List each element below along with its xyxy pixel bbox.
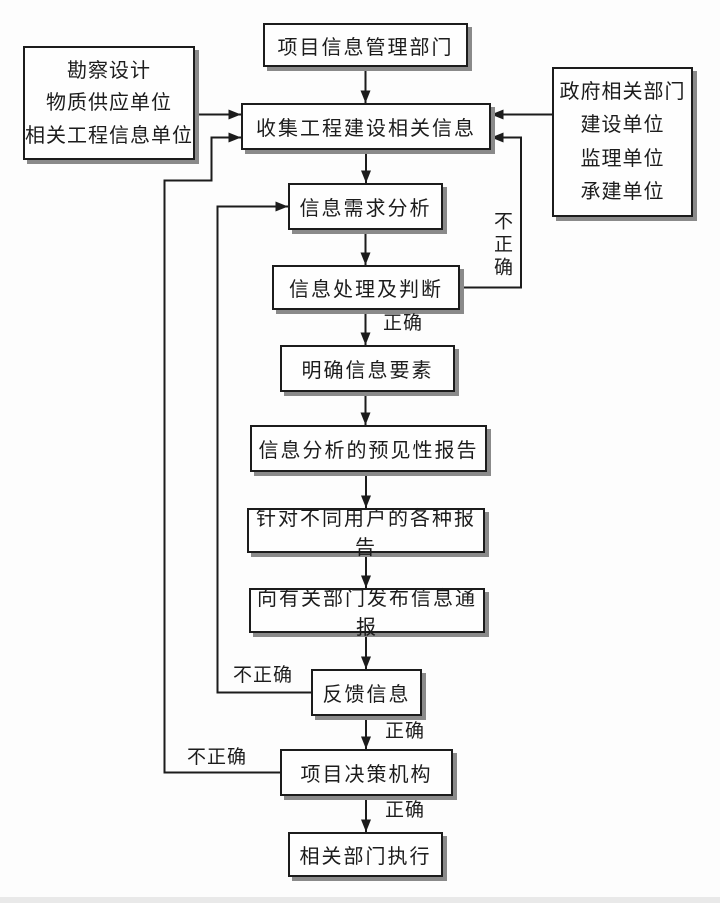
- edge-feedback-incorrect-loop: [216, 201, 311, 694]
- label-correct-after-decision: 正确: [385, 800, 426, 821]
- node-process-judge: 信息处理及判断: [272, 265, 460, 310]
- node-feedback-info: 反馈信息: [311, 669, 422, 716]
- label-incorrect-feedback-loop: 不正确: [233, 665, 294, 686]
- right-source-line: 承建单位: [580, 180, 665, 203]
- left-source-line: 勘察设计: [67, 59, 151, 82]
- node-project-info-dept: 项目信息管理部门: [263, 23, 468, 67]
- edge-process-incorrect-loop: [460, 132, 522, 289]
- label-incorrect-process-loop: 不正确: [491, 211, 512, 280]
- label-correct-after-feedback: 正确: [385, 721, 426, 742]
- left-source-line: 相关工程信息单位: [25, 124, 193, 147]
- left-source-line: 物质供应单位: [46, 92, 172, 114]
- node-predictive-report: 信息分析的预见性报告: [250, 425, 487, 472]
- label-incorrect-decision-loop: 不正确: [187, 747, 248, 768]
- right-source-line: 政府相关部门: [559, 81, 686, 104]
- node-demand-analysis: 信息需求分析: [288, 183, 443, 230]
- node-collect-info: 收集工程建设相关信息: [241, 103, 491, 150]
- node-publish-bulletin: 向有关部门发布信息通报: [249, 588, 485, 639]
- node-left-sources: 勘察设计 物质供应单位 相关工程信息单位: [23, 46, 195, 160]
- node-execute-depts: 相关部门执行: [288, 832, 443, 877]
- bottom-edge-strip: [0, 897, 720, 903]
- label-correct-after-process: 正确: [383, 313, 424, 334]
- right-source-line: 监理单位: [580, 147, 665, 170]
- node-decision-body: 项目决策机构: [280, 749, 453, 796]
- node-user-reports: 针对不同用户的各种报告: [247, 508, 485, 559]
- right-source-line: 建设单位: [580, 114, 665, 137]
- node-clarify-elements: 明确信息要素: [280, 345, 455, 392]
- edge-decision-incorrect-loop: [163, 132, 280, 774]
- node-right-sources: 政府相关部门 建设单位 监理单位 承建单位: [552, 67, 693, 217]
